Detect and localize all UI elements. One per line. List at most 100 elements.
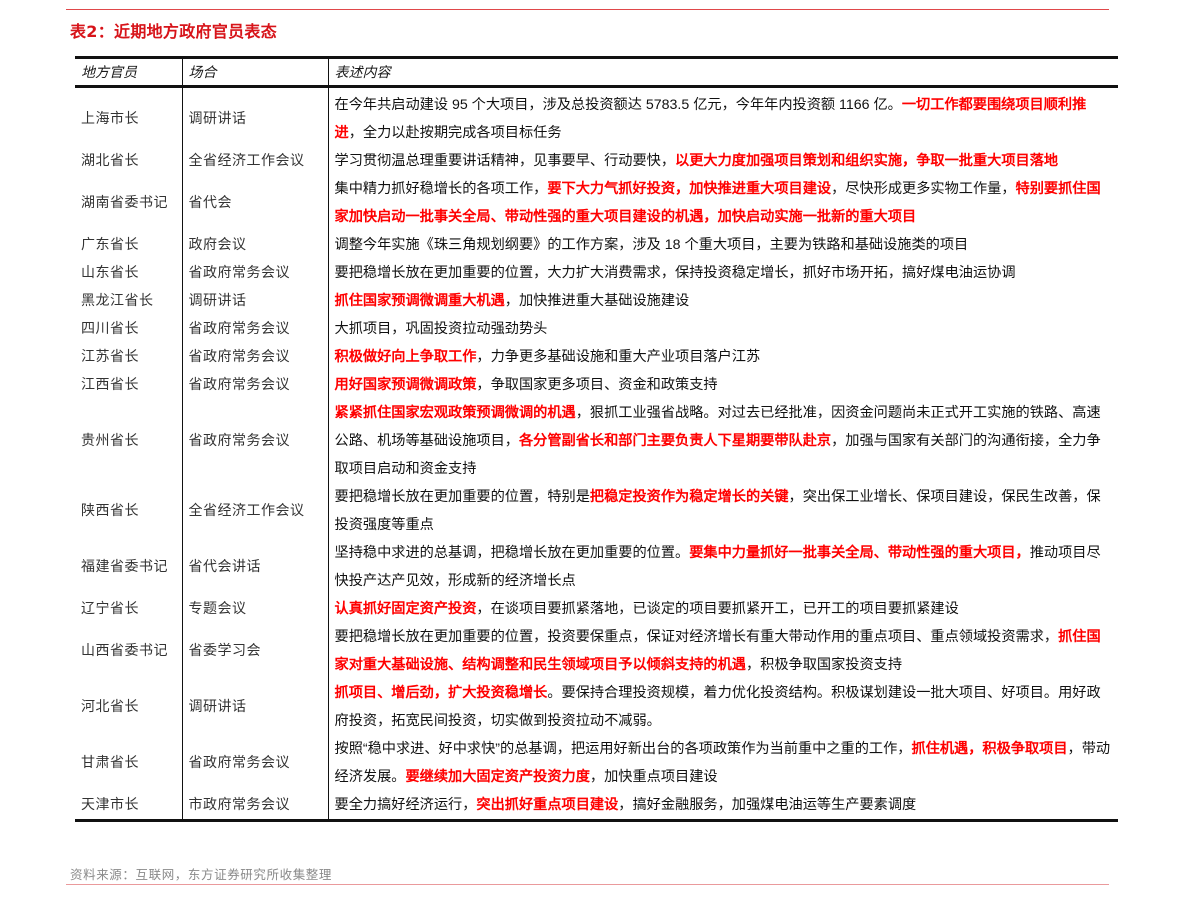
source-note: 资料来源：互联网，东方证券研究所收集整理: [70, 867, 333, 882]
highlighted-statement-segment: 把稳定投资作为稳定增长的关键: [589, 489, 789, 505]
highlighted-statement-segment: 要集中力量抓好一批事关全局、带动性强的重大项目，: [689, 545, 1030, 561]
highlighted-statement-segment: 突出抓好重点项目建设: [476, 797, 619, 813]
official-cell: 河北省长: [81, 699, 139, 715]
statement-cell: 调整今年实施《珠三角规划纲要》的工作方案，涉及 18 个重大项目，主要为铁路和基…: [327, 231, 1118, 259]
statement-segment: ，在谈项目要抓紧落地，已谈定的项目要抓紧开工，已开工的项目要抓紧建设: [476, 601, 959, 617]
statement-segment: ，加快重点项目建设: [589, 769, 718, 785]
statement-segment: 在今年共启动建设 95 个大项目，涉及总投资额达 5783.5 亿元，今年年内投…: [334, 97, 902, 113]
highlighted-statement-segment: 要继续加大固定资产投资力度: [405, 769, 590, 785]
table-row: 陕西省长 全省经济工作会议要把稳增长放在更加重要的位置，特别是把稳定投资作为稳定增…: [75, 483, 1118, 539]
official-cell: 山东省长: [81, 265, 139, 281]
statement-cell: 用好国家预调微调政策，争取国家更多项目、资金和政策支持: [327, 371, 1118, 399]
statement-segment: 要把稳增长放在更加重要的位置，大力扩大消费需求，保持投资稳定增长，抓好市场开拓，…: [334, 265, 1016, 281]
highlighted-statement-segment: 一切工作都要围绕项目顺利推进: [334, 97, 1087, 141]
statement-cell: 按照“稳中求进、好中求快”的总基调，把运用好新出台的各项政策作为当前重中之重的工…: [327, 735, 1118, 791]
occasion-cell: 省委学习会: [181, 623, 328, 679]
table-row: 广东省长 政府会议调整今年实施《珠三角规划纲要》的工作方案，涉及 18 个重大项目…: [75, 231, 1118, 259]
highlighted-statement-segment: 以更大力度加强项目策划和组织实施，争取一批重大项目落地: [675, 153, 1059, 169]
table-header: 地方官员 场合 表述内容: [75, 57, 1118, 87]
official-cell: 黑龙江省长: [81, 293, 154, 309]
occasion-cell: 调研讲话: [181, 287, 328, 315]
occasion-cell: 调研讲话: [181, 86, 328, 147]
official-cell: 辽宁省长: [81, 601, 139, 617]
occasion-cell: 调研讲话: [181, 679, 328, 735]
official-cell: 广东省长: [81, 237, 139, 253]
statement-cell: 要把稳增长放在更加重要的位置，大力扩大消费需求，保持投资稳定增长，抓好市场开拓，…: [327, 259, 1118, 287]
statement-segment: ，力争更多基础设施和重大产业项目落户江苏: [476, 349, 761, 365]
highlighted-statement-segment: 抓项目、增后劲，扩大投资稳增长: [334, 685, 548, 701]
table-row: 江苏省长 省政府常务会议积极做好向上争取工作，力争更多基础设施和重大产业项目落户江…: [75, 343, 1118, 371]
table-row: 湖南省委书记省代会集中精力抓好稳增长的各项工作，要下大力气抓好投资，加快推进重大…: [75, 175, 1118, 231]
officials-statements-table-container: 地方官员 场合 表述内容 上海市长调研讲话在今年共启动建设 95 个大项目，涉及…: [75, 56, 1118, 822]
occasion-cell: 省政府常务会议: [181, 343, 328, 371]
statement-cell: 要全力搞好经济运行，突出抓好重点项目建设，搞好金融服务，加强煤电油运等生产要素调…: [327, 791, 1118, 821]
statement-segment: ，全力以赴按期完成各项目标任务: [348, 125, 562, 141]
statement-segment: 大抓项目，巩固投资拉动强劲势头: [334, 321, 548, 337]
official-cell: 甘肃省长: [81, 755, 139, 771]
header-row: 地方官员 场合 表述内容: [75, 57, 1118, 87]
table-row: 天津市长 市政府常务会议要全力搞好经济运行，突出抓好重点项目建设，搞好金融服务，加…: [75, 791, 1118, 821]
occasion-cell: 市政府常务会议: [181, 791, 328, 821]
highlighted-statement-segment: 要下大力气抓好投资，加快推进重大项目建设: [547, 181, 832, 197]
official-cell: 陕西省长: [81, 503, 139, 519]
official-cell: 湖南省委书记: [81, 195, 168, 211]
occasion-cell: 政府会议: [181, 231, 328, 259]
official-cell: 四川省长: [81, 321, 139, 337]
statement-cell: 坚持稳中求进的总基调，把稳增长放在更加重要的位置。要集中力量抓好一批事关全局、带…: [327, 539, 1118, 595]
highlighted-statement-segment: 各分管副省长和部门主要负责人下星期要带队赴京: [518, 433, 832, 449]
statement-cell: 要把稳增长放在更加重要的位置，特别是把稳定投资作为稳定增长的关键，突出保工业增长…: [327, 483, 1118, 539]
statement-cell: 要把稳增长放在更加重要的位置，投资要保重点，保证对经济增长有重大带动作用的重点项…: [327, 623, 1118, 679]
statement-segment: 调整今年实施《珠三角规划纲要》的工作方案，涉及 18 个重大项目，主要为铁路和基…: [334, 237, 969, 253]
table-row: 上海市长 调研讲话在今年共启动建设 95 个大项目，涉及总投资额达 5783.5 …: [75, 86, 1118, 147]
statement-segment: ，带动经济发展。: [334, 741, 1111, 785]
highlighted-statement-segment: 用好国家预调微调政策: [334, 377, 477, 393]
highlighted-statement-segment: 抓住国家对重大基础设施、结构调整和民生领域项目予以倾斜支持的机遇: [334, 629, 1101, 673]
statement-cell: 抓住国家预调微调重大机遇，加快推进重大基础设施建设: [327, 287, 1118, 315]
statement-segment: 按照“稳中求进、好中求快”的总基调，把运用好新出台的各项政策作为当前重中之重的工…: [334, 741, 912, 757]
official-cell: 福建省委书记: [81, 559, 168, 575]
statement-segment: ，尽快形成更多实物工作量，: [831, 181, 1016, 197]
occasion-cell: 省政府常务会议: [181, 259, 328, 287]
occasion-cell: 省代会讲话: [181, 539, 328, 595]
statement-segment: ，搞好金融服务，加强煤电油运等生产要素调度: [618, 797, 917, 813]
statement-cell: 在今年共启动建设 95 个大项目，涉及总投资额达 5783.5 亿元，今年年内投…: [327, 86, 1118, 147]
statement-cell: 紧紧抓住国家宏观政策预调微调的机遇，狠抓工业强省战略。对过去已经批准，因资金问题…: [327, 399, 1118, 483]
table-row: 江西省长省政府常务会议用好国家预调微调政策，争取国家更多项目、资金和政策支持: [75, 371, 1118, 399]
statement-segment: ，狠抓工业强省战略。对过去已经批准，因资金问题尚未正式开工实施的铁路、高速公路、…: [334, 405, 1101, 449]
table-row: 福建省委书记省代会讲话坚持稳中求进的总基调，把稳增长放在更加重要的位置。要集中力…: [75, 539, 1118, 595]
official-cell: 天津市长: [81, 797, 139, 813]
table-row: 贵州省长省政府常务会议紧紧抓住国家宏观政策预调微调的机遇，狠抓工业强省战略。对过…: [75, 399, 1118, 483]
statement-segment: ，加强与国家有关部门的沟通衔接，全力争取项目启动和资金支持: [334, 433, 1101, 477]
occasion-cell: 专题会议: [181, 595, 328, 623]
statement-cell: 积极做好向上争取工作，力争更多基础设施和重大产业项目落户江苏: [327, 343, 1118, 371]
table-row: 山东省长 省政府常务会议要把稳增长放在更加重要的位置，大力扩大消费需求，保持投资稳…: [75, 259, 1118, 287]
header-occasion: 场合: [181, 57, 328, 87]
occasion-cell: 省代会: [181, 175, 328, 231]
bottom-divider: [66, 884, 1109, 885]
table-row: 甘肃省长 省政府常务会议按照“稳中求进、好中求快”的总基调，把运用好新出台的各项政…: [75, 735, 1118, 791]
table-row: 黑龙江省长 调研讲话抓住国家预调微调重大机遇，加快推进重大基础设施建设: [75, 287, 1118, 315]
header-official: 地方官员: [81, 65, 137, 81]
official-cell: 山西省委书记: [81, 643, 168, 659]
occasion-cell: 省政府常务会议: [181, 735, 328, 791]
highlighted-statement-segment: 抓住机遇，积极争取项目: [911, 741, 1068, 757]
official-cell: 上海市长: [81, 111, 139, 127]
official-cell: 江苏省长: [81, 349, 139, 365]
statement-cell: 认真抓好固定资产投资，在谈项目要抓紧落地，已谈定的项目要抓紧开工，已开工的项目要…: [327, 595, 1118, 623]
table-row: 辽宁省长 专题会议认真抓好固定资产投资，在谈项目要抓紧落地，已谈定的项目要抓紧开工…: [75, 595, 1118, 623]
statement-segment: 。要保持合理投资规模，着力优化投资结构。积极谋划建设一批大项目、好项目。用好政府…: [334, 685, 1101, 729]
official-cell: 贵州省长: [81, 433, 139, 449]
highlighted-statement-segment: 特别要抓住国家加快启动一批事关全局、带动性强的重大项目建设的机遇，加快启动实施一…: [334, 181, 1101, 225]
statement-segment: 要全力搞好经济运行，: [334, 797, 477, 813]
highlighted-statement-segment: 认真抓好固定资产投资: [334, 601, 477, 617]
statement-segment: 集中精力抓好稳增长的各项工作，: [334, 181, 548, 197]
table-row: 四川省长省政府常务会议大抓项目，巩固投资拉动强劲势头: [75, 315, 1118, 343]
occasion-cell: 全省经济工作会议: [181, 147, 328, 175]
statement-segment: 坚持稳中求进的总基调，把稳增长放在更加重要的位置。: [334, 545, 690, 561]
highlighted-statement-segment: 积极做好向上争取工作: [334, 349, 477, 365]
statement-segment: 推动项目尽快投产达产见效，形成新的经济增长点: [334, 545, 1101, 589]
official-cell: 江西省长: [81, 377, 139, 393]
table-row: 湖北省长全省经济工作会议学习贯彻温总理重要讲话精神，见事要早、行动要快，以更大力…: [75, 147, 1118, 175]
occasion-cell: 全省经济工作会议: [181, 483, 328, 539]
top-divider: [66, 9, 1109, 10]
